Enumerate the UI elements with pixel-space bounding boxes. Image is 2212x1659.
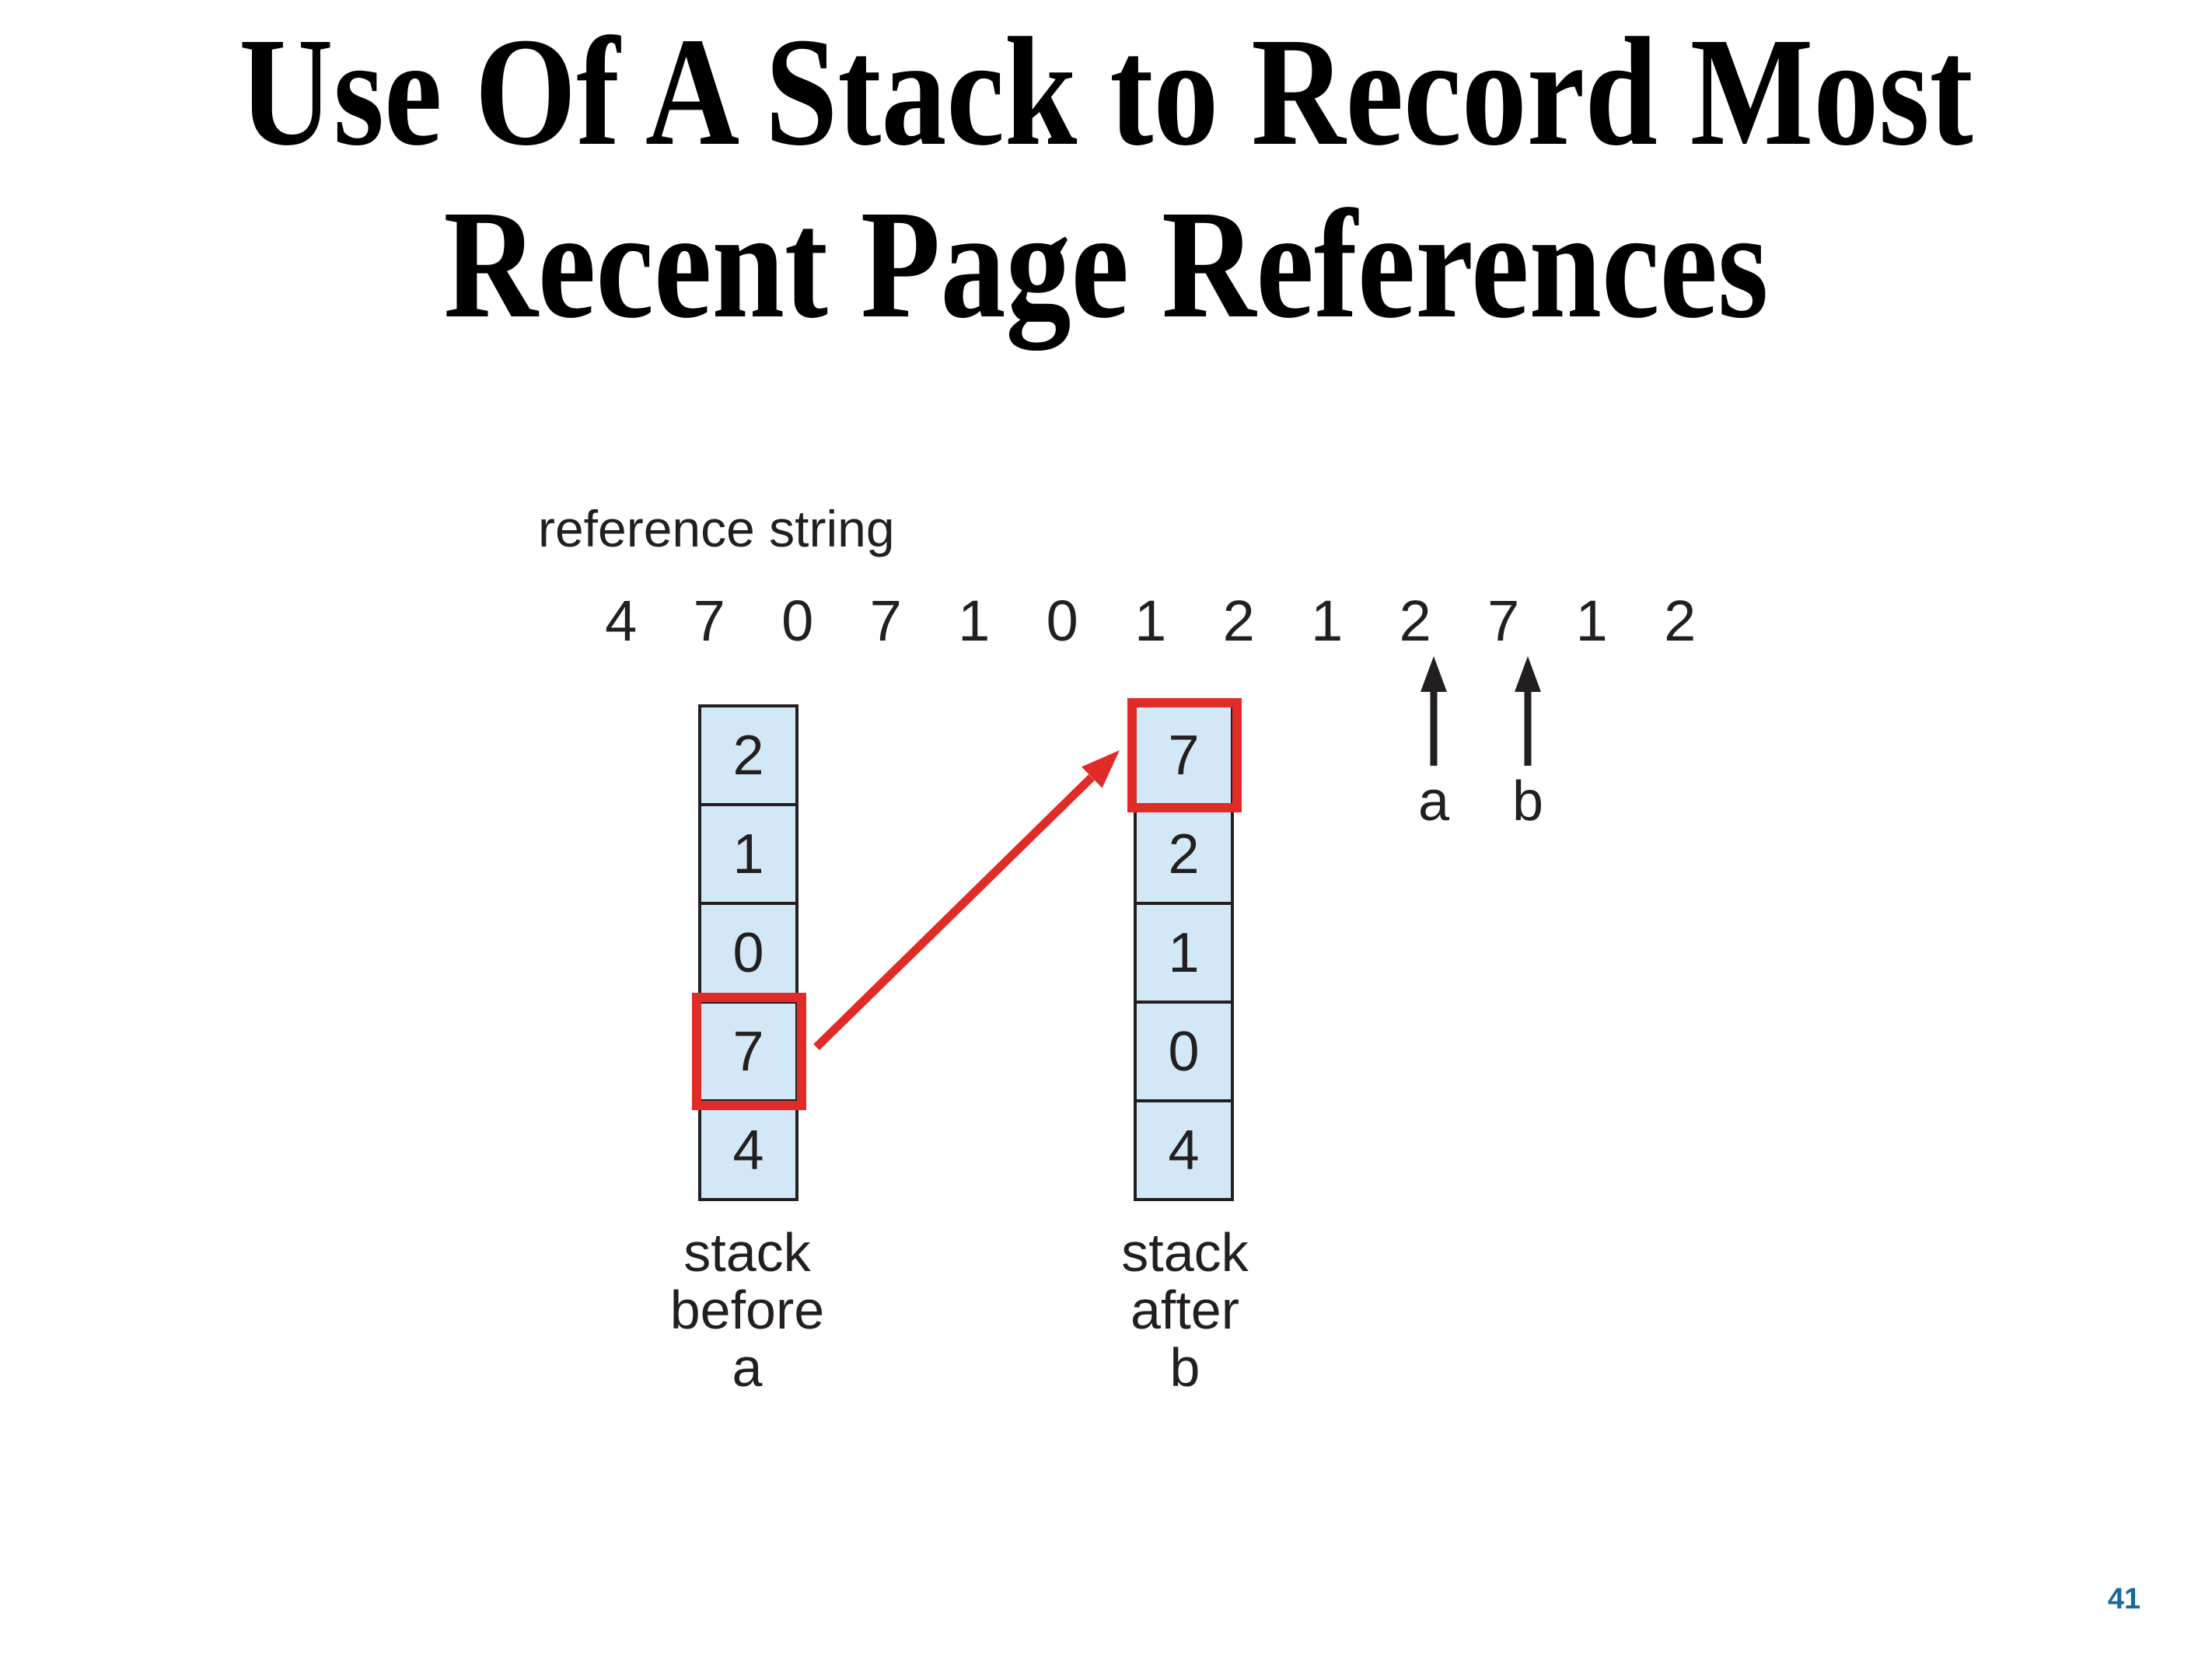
reference-digit: 4 <box>605 589 638 653</box>
stack-cell: 0 <box>698 902 798 1004</box>
up-arrow-icon-b <box>1515 656 1541 766</box>
reference-digit: 1 <box>1134 589 1167 653</box>
highlight-box-after <box>1127 698 1242 812</box>
page-title: Use Of A Stack to Record Most Recent Pag… <box>0 6 2212 351</box>
stack-cell: 2 <box>1134 803 1234 905</box>
page-title-line-2: Recent Page References <box>443 179 1769 351</box>
reference-string-digits: 4 7 0 7 1 0 1 2 1 2 7 1 2 <box>577 588 1725 654</box>
caption-line: stack <box>683 1222 811 1283</box>
reference-string-label: reference string <box>538 500 895 557</box>
reference-digit: 2 <box>1222 589 1255 653</box>
reference-digit: 0 <box>781 589 814 653</box>
page-number: 41 <box>2107 1583 2141 1615</box>
page-title-line-1: Use Of A Stack to Record Most <box>239 6 1973 178</box>
stack-after-caption: stack after b <box>1058 1224 1312 1396</box>
marker-label-a: a <box>1417 770 1450 833</box>
stack-before-a: 2 1 0 7 4 <box>698 704 798 1201</box>
reference-digit: 1 <box>958 589 991 653</box>
stack-before-caption: stack before a <box>620 1224 874 1396</box>
reference-digit: 0 <box>1046 589 1078 653</box>
up-arrow-icon-a <box>1421 656 1447 766</box>
stack-cell: 0 <box>1134 1001 1234 1102</box>
reference-digit: 2 <box>1664 589 1697 653</box>
stack-cell: 2 <box>698 704 798 806</box>
caption-line: before <box>669 1280 825 1340</box>
marker-label-b: b <box>1511 770 1544 833</box>
reference-digit: 7 <box>1487 589 1520 653</box>
caption-line: b <box>1169 1337 1200 1398</box>
reference-digit: 7 <box>693 589 725 653</box>
caption-line: after <box>1130 1280 1240 1340</box>
reference-digit: 1 <box>1575 589 1608 653</box>
caption-line: a <box>732 1337 763 1398</box>
stack-cell: 1 <box>698 803 798 905</box>
stack-cell: 1 <box>1134 902 1234 1004</box>
stack-cell: 4 <box>698 1099 798 1201</box>
reference-digit: 1 <box>1311 589 1344 653</box>
reference-digit: 7 <box>869 589 902 653</box>
caption-line: stack <box>1121 1222 1249 1283</box>
highlight-box-before <box>692 993 806 1110</box>
move-to-top-arrow-icon <box>813 750 1120 1050</box>
reference-digit: 2 <box>1399 589 1431 653</box>
stack-cell: 4 <box>1134 1099 1234 1201</box>
